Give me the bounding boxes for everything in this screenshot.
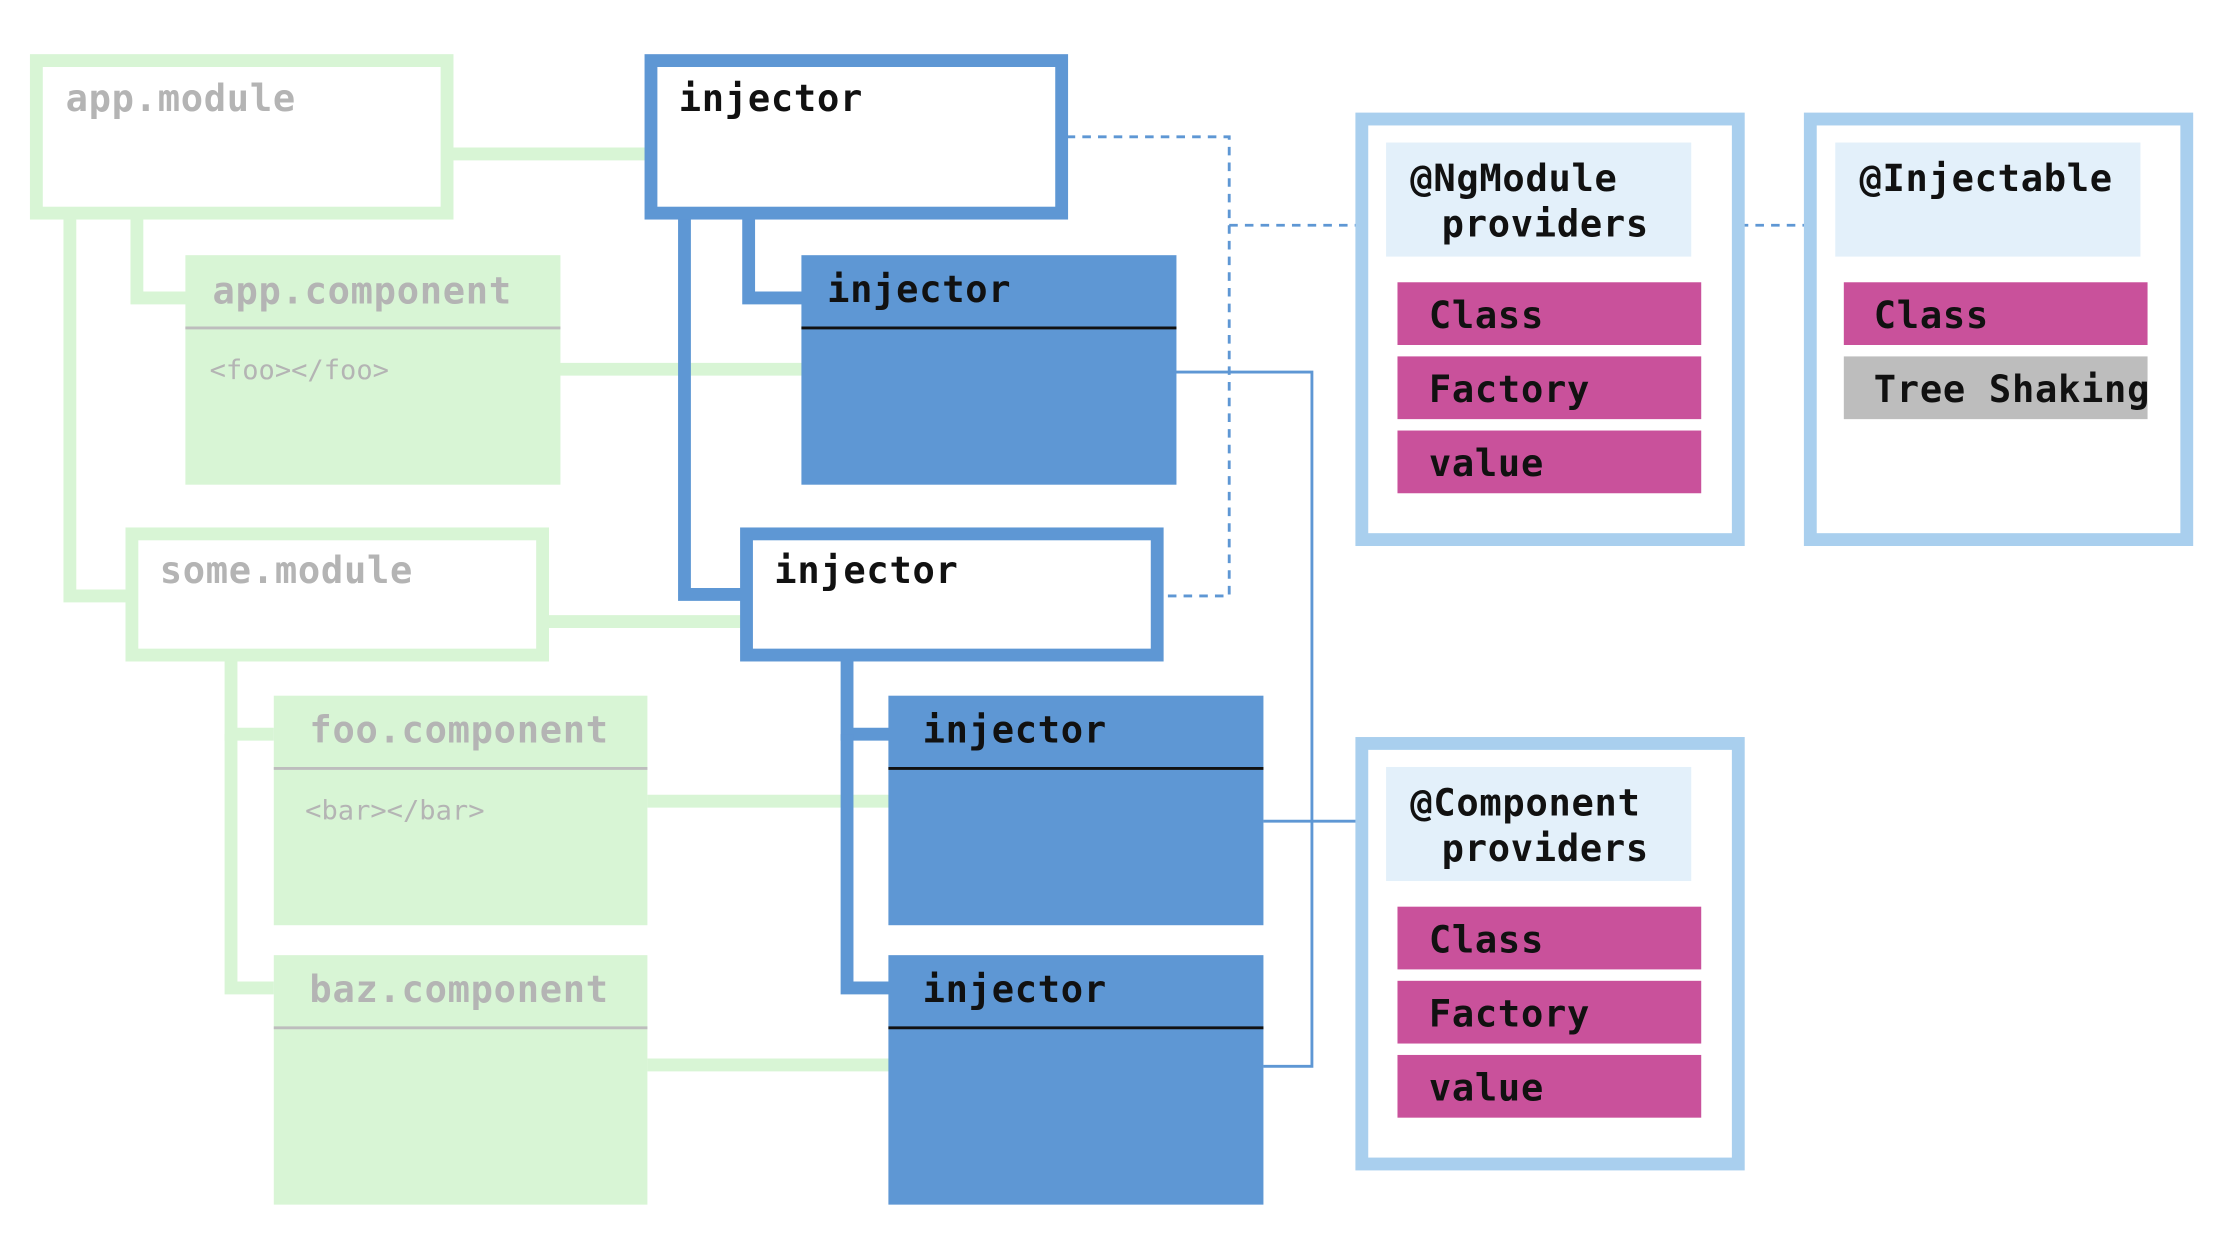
injectable-tree-shaking-label: Tree Shaking: [1874, 368, 2150, 411]
component-provider-value-item: [1397, 1054, 1702, 1118]
module-provider-links: [1066, 135, 1809, 598]
dashed-line-module-injectors: [1066, 135, 1231, 598]
ngmodule-providers-panel: @NgModule providers Class Factory value: [1355, 112, 1745, 547]
ngmodule-provider-class-item: [1397, 282, 1702, 345]
injectable-class-label: Class: [1874, 294, 1989, 337]
component-provider-class-label: Class: [1429, 918, 1544, 961]
ngmodule-provider-class-label: Class: [1429, 294, 1544, 337]
app-module-box: app.module: [29, 54, 454, 220]
baz-component-label: baz.component: [309, 968, 608, 1011]
thin-line-app-and-baz-injectors: [1175, 370, 1314, 1068]
component-providers-title-line2: providers: [1442, 827, 1649, 870]
app-module-label: app.module: [66, 77, 296, 120]
component-provider-factory-item: [1397, 980, 1702, 1044]
connector-module-injector-to-baz-injector: [840, 734, 890, 995]
some-module-label: some.module: [160, 549, 413, 592]
root-injector-label: injector: [679, 77, 863, 120]
ngmodule-providers-title-line2: providers: [1442, 203, 1649, 246]
foo-component-box: foo.component <bar></bar>: [273, 695, 648, 926]
ngmodule-provider-factory-label: Factory: [1429, 368, 1590, 411]
connector-module-injector-to-foo-injector: [840, 657, 890, 741]
injectable-class-item: [1843, 282, 2148, 345]
component-providers-title-line1: @Component: [1410, 781, 1640, 824]
connector-root-to-some-module-injector: [678, 215, 743, 601]
component-provider-factory-label: Factory: [1429, 992, 1590, 1035]
ngmodule-providers-title-line1: @NgModule: [1410, 157, 1617, 200]
foo-component-template: <bar></bar>: [305, 796, 484, 827]
component-provider-class-item: [1397, 906, 1702, 970]
some-module-box: some.module: [125, 527, 550, 662]
app-component-injector-box: injector: [801, 255, 1177, 485]
ngmodule-provider-value-item: [1397, 430, 1702, 494]
foo-component-injector-label: injector: [923, 709, 1107, 752]
baz-component-injector-label: injector: [923, 968, 1107, 1011]
component-providers-header: [1386, 766, 1692, 882]
app-component-template: <foo></foo>: [210, 355, 389, 386]
component-providers-panel: @Component providers Class Factory value: [1355, 737, 1745, 1171]
connector-root-to-app-component-injector: [742, 215, 803, 305]
root-injector-box: injector: [644, 54, 1069, 220]
some-module-injector-label: injector: [774, 549, 958, 592]
baz-component-injector-box: injector: [888, 955, 1264, 1205]
ngmodule-provider-factory-item: [1397, 356, 1702, 420]
injectable-header: [1835, 142, 2141, 257]
app-component-box: app.component <foo></foo>: [185, 255, 561, 485]
app-component-label: app.component: [212, 270, 511, 313]
connector-app-module-to-some-module: [63, 215, 132, 603]
injectable-title: @Injectable: [1860, 157, 2113, 200]
foo-component-injector-box: injector: [888, 695, 1264, 926]
component-provider-value-label: value: [1429, 1067, 1544, 1110]
injector-tree-connectors: [678, 215, 890, 995]
component-provider-links: [1175, 370, 1359, 1068]
baz-component-box: baz.component: [273, 955, 648, 1205]
injectable-tree-shaking-item: [1843, 356, 2148, 420]
foo-component-label: foo.component: [309, 709, 608, 752]
ngmodule-provider-value-label: value: [1429, 442, 1544, 485]
connector-some-module-to-foo-component: [224, 657, 274, 741]
ngmodule-providers-header: [1386, 142, 1692, 257]
connector-app-module-to-app-component: [130, 215, 187, 305]
connector-some-module-to-baz-component: [224, 734, 274, 995]
injectable-providers-panel: @Injectable Class Tree Shaking: [1803, 112, 2194, 547]
app-component-injector-label: injector: [827, 268, 1011, 311]
some-module-injector-box: injector: [740, 527, 1164, 662]
